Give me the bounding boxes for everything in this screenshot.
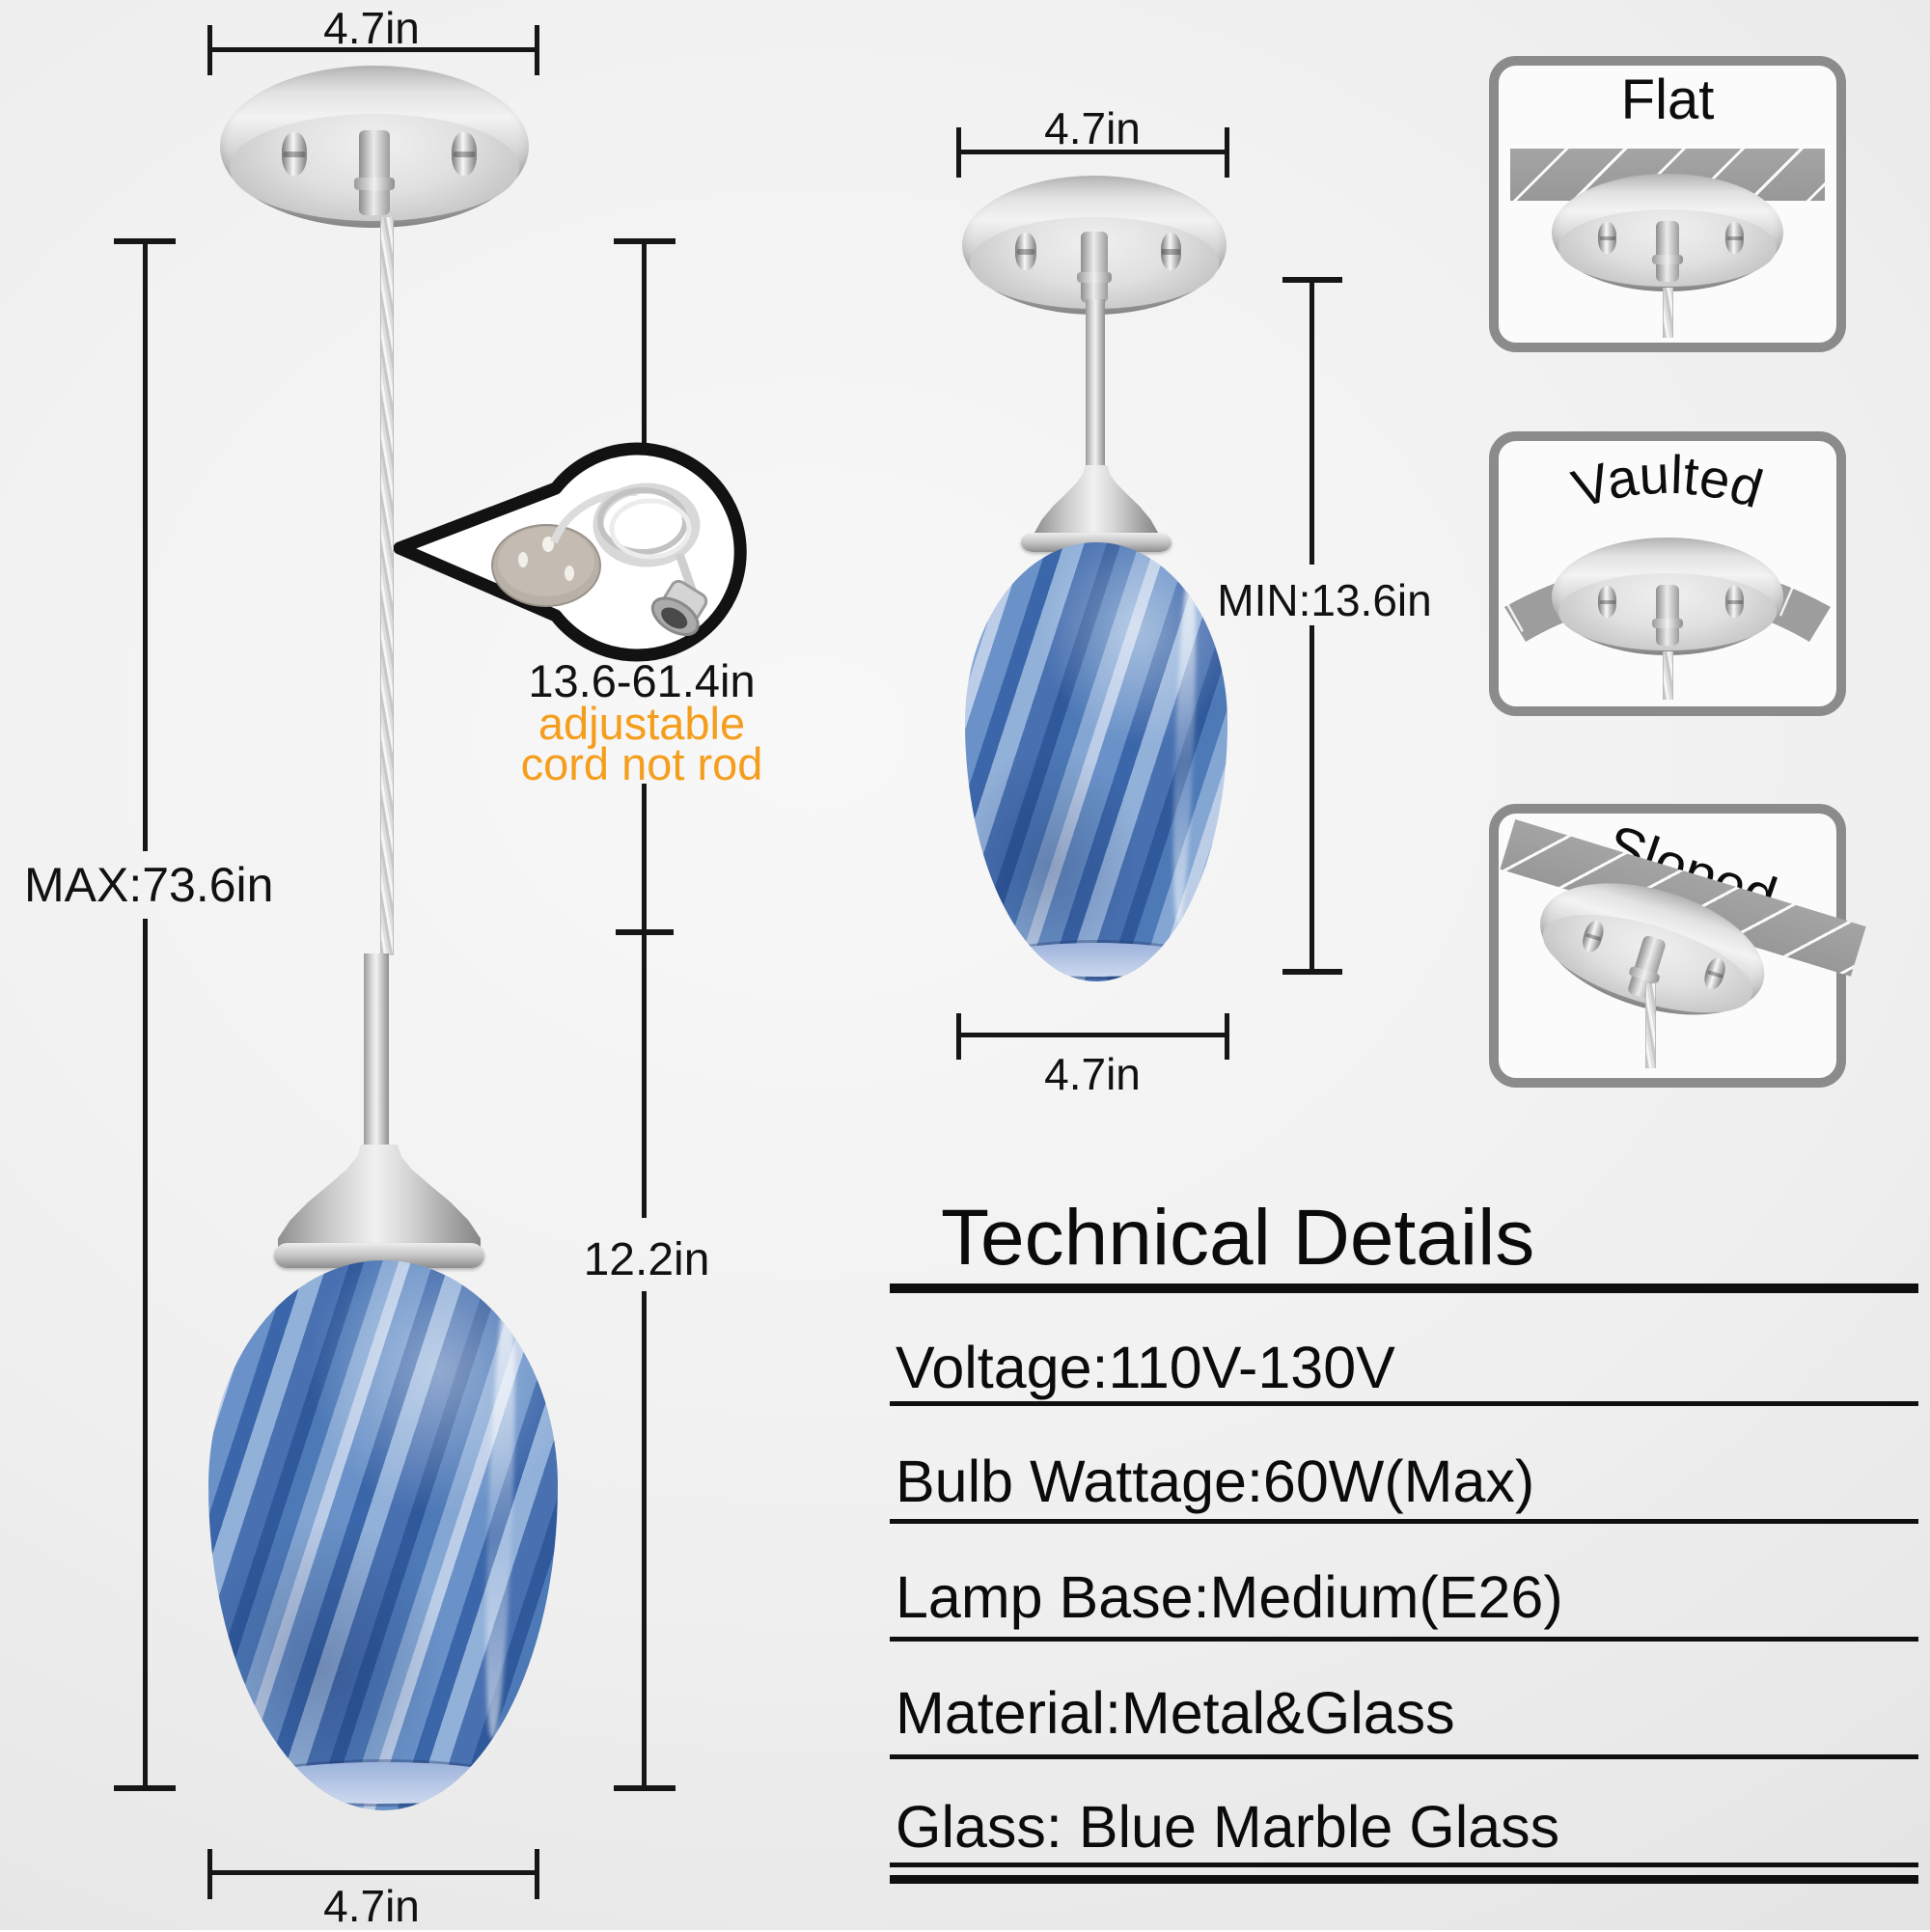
mount-box-vaulted: Vaulted [1489, 431, 1846, 716]
mount-box-flat: Flat [1489, 56, 1846, 352]
dimension-tick [616, 929, 674, 935]
svg-text:Vaulted: Vaulted [1565, 444, 1769, 520]
mini-socket-cone [1034, 465, 1158, 538]
divider-thin [890, 1754, 1918, 1759]
cord-range-label: 13.6-61.4in [528, 655, 756, 706]
dimension-line [642, 784, 647, 1218]
dimension-line [642, 1291, 647, 1790]
divider-thin [890, 1637, 1918, 1642]
canopy-cord-grip [1652, 584, 1683, 647]
cord-icon [1663, 651, 1673, 700]
max-height-label: MAX:73.6in [24, 858, 274, 912]
left-canopy-width-label: 4.7in [323, 3, 420, 53]
dimension-tick [114, 1785, 176, 1791]
left-glass-shade [208, 1260, 558, 1810]
canopy-screw-icon [1725, 586, 1745, 618]
canopy-cord-grip [1652, 220, 1683, 283]
dimension-line [143, 238, 148, 851]
left-ceiling-canopy [220, 66, 529, 228]
cord-callout-bubble [394, 442, 747, 662]
coiled-cord-icon [609, 498, 692, 560]
dimension-line [1310, 625, 1314, 973]
mount-label-vaulted: Vaulted [1565, 444, 1769, 520]
dimension-line [642, 238, 647, 443]
canopy-screw-icon [1014, 233, 1036, 270]
divider-thick [890, 1283, 1918, 1293]
dimension-line [958, 150, 1228, 154]
mount-box-sloped: Sloped [1489, 804, 1866, 1088]
divider-thick [890, 1875, 1918, 1884]
canopy-screw-icon [282, 131, 307, 177]
canopy-screw-icon [1598, 222, 1617, 254]
dimension-line [209, 47, 538, 52]
disc-hole-icon [565, 566, 574, 581]
canopy-screw-icon [1725, 222, 1745, 254]
left-shade-width-label: 4.7in [323, 1881, 420, 1931]
canopy-screw-icon [1598, 586, 1617, 618]
canopy-screw-icon [452, 131, 477, 177]
dimension-line [209, 1870, 538, 1875]
flat-canopy [1552, 174, 1783, 291]
spec-row-bulb-wattage: Bulb Wattage:60W(Max) [896, 1449, 1535, 1514]
canopy-screw-icon [1160, 233, 1182, 270]
canopy-cord-grip [353, 130, 396, 215]
spec-row-voltage: Voltage:110V-130V [896, 1335, 1395, 1400]
mini-hang-rod [1086, 299, 1105, 468]
cord-note-line2: cord not rod [520, 738, 763, 789]
sloped-art-group [1461, 793, 1874, 1103]
hanging-cord [380, 217, 394, 955]
divider-thin [890, 1401, 1918, 1406]
divider-thin [890, 1863, 1918, 1867]
mini-ceiling-canopy [962, 176, 1227, 315]
mount-label-flat: Flat [1620, 69, 1715, 131]
dimension-line [1310, 277, 1314, 565]
shade-height-label: 12.2in [583, 1234, 710, 1285]
spec-row-glass: Glass: Blue Marble Glass [896, 1794, 1560, 1860]
mini-glass-shade [965, 542, 1227, 981]
min-height-label: MIN:13.6in [1217, 575, 1432, 625]
cord-icon [1645, 983, 1656, 1068]
dimension-tick [614, 1785, 676, 1791]
vaulted-canopy [1552, 538, 1783, 655]
socket-icon [650, 579, 708, 637]
dimension-line [958, 1033, 1228, 1037]
technical-details-title: Technical Details [941, 1194, 1535, 1282]
mini-canopy-width-label: 4.7in [1044, 103, 1141, 153]
hang-rod [364, 953, 389, 1148]
spec-row-lamp-base: Lamp Base:Medium(E26) [896, 1564, 1563, 1630]
cord-icon [1663, 288, 1673, 338]
dimension-line [143, 919, 148, 1790]
mount-label-vaulted-arc: Vaulted [1565, 444, 1769, 520]
socket-cone [278, 1145, 481, 1247]
canopy-cord-grip [1076, 231, 1113, 304]
spec-row-material: Material:Metal&Glass [896, 1680, 1455, 1746]
cord-note-line1: adjustable [538, 698, 746, 749]
divider-thin [890, 1519, 1918, 1524]
disc-hole-icon [518, 552, 528, 567]
mini-shade-width-label: 4.7in [1044, 1049, 1141, 1099]
dimension-tick [1282, 969, 1342, 975]
